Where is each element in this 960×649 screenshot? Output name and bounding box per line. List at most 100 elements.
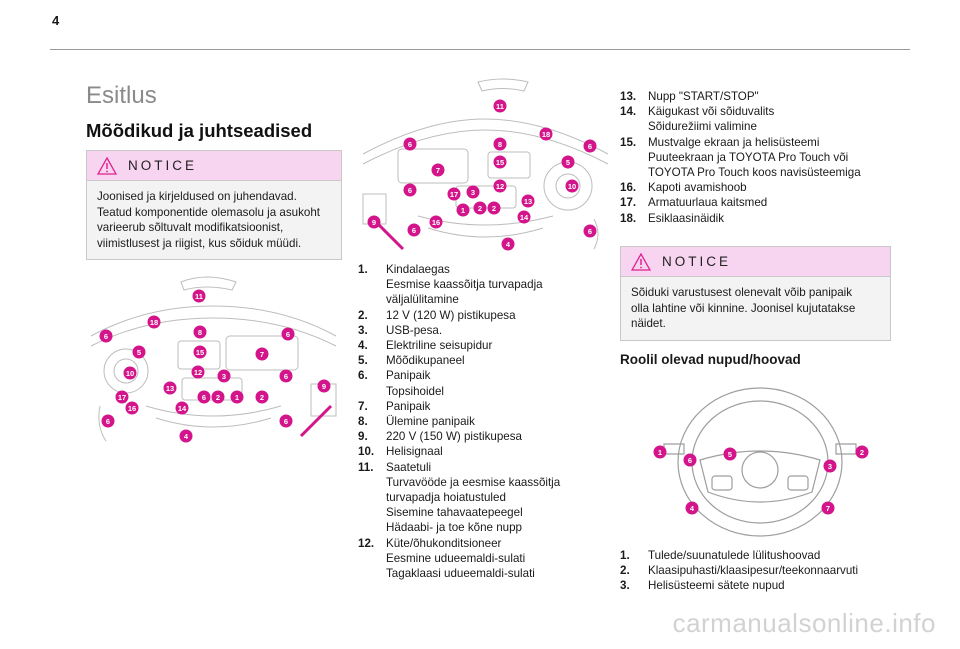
callout-label: 13 xyxy=(166,384,174,393)
callout-badge xyxy=(125,401,139,415)
list-item-number: 2. xyxy=(358,308,368,322)
list-item: 18. Esiklaasinäidik xyxy=(620,211,890,226)
list-item-text: Helisignaal xyxy=(386,444,608,459)
list-item-line: Klaasipuhasti/klaasipesur/teekonnaarvuti xyxy=(648,564,859,578)
list-item: 2. 12 V (120 W) pistikupesa xyxy=(358,308,608,323)
callout-badge xyxy=(561,155,575,169)
callout-label: 1 xyxy=(658,448,662,457)
list-item-number: 18. xyxy=(620,211,637,225)
callout-badge xyxy=(493,155,507,169)
list-item-number: 14. xyxy=(620,105,637,119)
list-item-line: Mõõdikupaneel xyxy=(386,354,465,368)
callout-badge xyxy=(447,187,461,201)
list-item-number: 9. xyxy=(358,430,368,444)
callout-badge xyxy=(175,401,189,415)
callout-label: 7 xyxy=(260,350,264,359)
page-number: 4 xyxy=(52,13,60,28)
callout-label: 8 xyxy=(198,328,202,337)
list-item-text: Ülemine panipaik xyxy=(386,414,608,429)
list-item: 2. Klaasipuhasti/klaasipesur/teekonnaarvu… xyxy=(620,563,900,578)
notice-line: Joonised ja kirjeldused on juhendavad. xyxy=(97,190,297,203)
callout-label: 3 xyxy=(828,462,832,471)
callout-label: 14 xyxy=(520,213,529,222)
callout-label: 5 xyxy=(137,348,141,357)
notice-body: Sõiduki varustusest olenevalt võib panip… xyxy=(621,277,890,340)
callout-badge xyxy=(317,379,331,393)
callout-label: 6 xyxy=(408,186,412,195)
callout-badge xyxy=(565,179,579,193)
list-item-text: Esiklaasinäidik xyxy=(648,211,890,226)
callout-label: 6 xyxy=(202,393,206,402)
notice-line: näidet. xyxy=(631,317,666,330)
callout-label: 6 xyxy=(284,372,288,381)
callout-label: 1 xyxy=(235,393,239,402)
list-item: 16.Kapoti avamishoob xyxy=(620,180,890,195)
callout-badge xyxy=(823,459,837,473)
callout-badge xyxy=(501,237,515,251)
callout-badge xyxy=(179,429,193,443)
list-item-line: Eesmine udueemaldi-sulati xyxy=(386,551,526,565)
callout-badge xyxy=(855,445,869,459)
callout-label: 11 xyxy=(195,292,203,301)
callout-badge xyxy=(217,369,231,383)
list-item-line: Panipaik xyxy=(386,399,431,413)
list-item-text: Helisüsteemi sätete nupud xyxy=(648,578,900,593)
callout-badge xyxy=(493,137,507,151)
callout-label: 2 xyxy=(260,393,264,402)
list-item-number: 10. xyxy=(358,445,375,459)
list-item-line: Esiklaasinäidik xyxy=(648,211,725,225)
callout-label: 2 xyxy=(492,204,496,213)
list-item: 5. Mõõdikupaneel xyxy=(358,353,608,368)
list-item-line: Küte/õhukonditsioneer xyxy=(386,536,502,550)
list-item-text: Panipaik xyxy=(386,399,608,414)
callout-label: 18 xyxy=(542,130,550,139)
callout-label: 4 xyxy=(690,504,695,513)
list-item-line: Helisignaal xyxy=(386,445,443,459)
callout-badge xyxy=(407,223,421,237)
callout-badge xyxy=(493,179,507,193)
list-item-line: Nupp "START/STOP" xyxy=(648,90,759,103)
notice-line: Teatud komponentide olemasolu ja asukoht xyxy=(97,205,321,219)
callout-label: 7 xyxy=(826,504,830,513)
callout-label: 6 xyxy=(104,332,108,341)
callout-badge xyxy=(583,139,597,153)
callout-label: 17 xyxy=(118,393,126,402)
list-item-line: USB-pesa. xyxy=(386,323,443,337)
callout-label: 11 xyxy=(496,102,504,111)
callout-badge xyxy=(403,137,417,151)
callout-label: 5 xyxy=(728,450,732,459)
list-item-number: 2. xyxy=(620,564,630,578)
warning-icon xyxy=(97,156,117,175)
list-item: 9.220 V (150 W) pistikupesa xyxy=(358,429,608,444)
callout-badge xyxy=(163,381,177,395)
list-item-line: 12 V (120 W) pistikupesa xyxy=(386,308,516,322)
callout-label: 9 xyxy=(372,218,376,227)
callout-label: 13 xyxy=(524,197,532,206)
callout-badge xyxy=(193,325,207,339)
list-item-line: Turvavööde ja eesmise kaassõitja xyxy=(386,475,561,489)
list-item-line: turvapadja hoiatustuled xyxy=(386,491,506,505)
callout-badge xyxy=(230,390,244,404)
list-item-number: 13. xyxy=(620,90,637,103)
list-item: 13. Nupp "START/STOP" xyxy=(620,89,890,104)
callout-label: 5 xyxy=(566,158,570,167)
callout-badge xyxy=(466,185,480,199)
callout-badge xyxy=(723,447,737,461)
callout-badge xyxy=(197,390,211,404)
callout-label: 6 xyxy=(412,226,416,235)
callout-badge xyxy=(653,445,667,459)
list-item-number: 5. xyxy=(358,354,368,368)
list-item-line: Helisüsteemi sätete nupud xyxy=(648,579,785,593)
list-item-number: 8. xyxy=(358,415,368,429)
list-item-text: Mõõdikupaneel xyxy=(386,353,608,368)
